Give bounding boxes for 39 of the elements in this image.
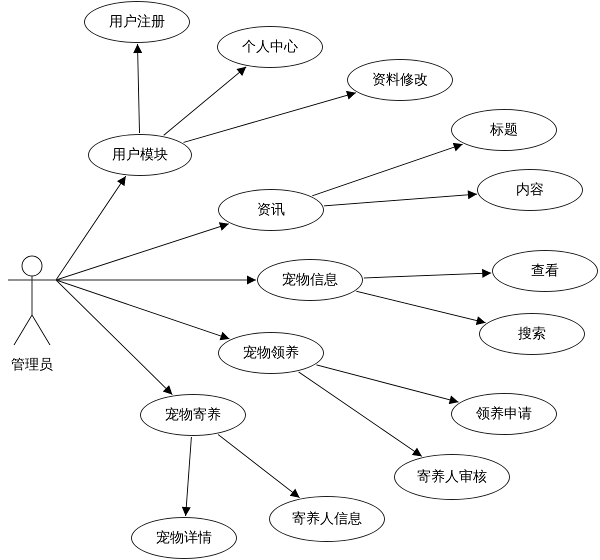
use-case-ellipse	[218, 189, 324, 231]
use-case-label: 标题	[490, 120, 518, 140]
use-case-label: 寄养人审核	[417, 468, 487, 486]
use-case-label: 个人中心	[242, 38, 298, 56]
arrow	[133, 44, 142, 134]
use-case-label: 宠物详情	[156, 528, 212, 548]
use-case-label: 查看	[531, 262, 559, 280]
use-case-label: 资讯	[257, 200, 285, 220]
arrow	[56, 276, 256, 284]
arrow	[56, 280, 173, 396]
arrow	[218, 434, 300, 498]
arrow	[298, 371, 422, 457]
use-case-ellipse	[479, 313, 585, 355]
arrow	[182, 436, 192, 516]
use-case-label: 宠物领养	[243, 344, 299, 362]
use-case-label: 内容	[516, 180, 544, 200]
arrow	[56, 280, 230, 340]
use-case-ellipse	[451, 109, 557, 151]
use-case-label: 资料修改	[372, 70, 428, 90]
use-case-ellipse	[451, 393, 557, 435]
arrow	[363, 268, 492, 278]
use-case-label: 宠物信息	[282, 270, 338, 290]
arrow	[312, 142, 464, 196]
arrow	[56, 222, 230, 280]
use-case-ellipse	[347, 59, 453, 101]
arrow	[324, 190, 478, 206]
actor-label: 管理员	[11, 356, 53, 375]
use-case-label: 宠物寄养	[165, 406, 221, 424]
arrow	[56, 176, 126, 280]
arrow	[183, 90, 356, 143]
use-case-label: 搜索	[518, 324, 546, 344]
use-case-ellipse	[218, 332, 324, 374]
use-case-label: 用户注册	[109, 12, 165, 32]
use-case-label: 用户模块	[112, 146, 168, 164]
arrow	[356, 290, 486, 325]
arrow	[316, 364, 460, 404]
use-case-label: 领养申请	[476, 404, 532, 424]
use-case-label: 寄养人信息	[292, 510, 362, 528]
arrow	[163, 66, 247, 136]
